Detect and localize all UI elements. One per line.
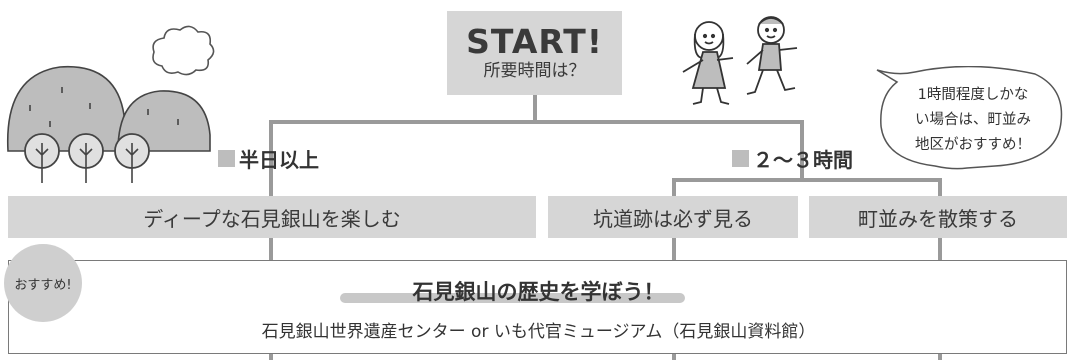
activity-deep-ginzan-label: ディープな石見銀山を楽しむ — [143, 206, 401, 231]
connector-right-down — [800, 120, 804, 180]
connector-start-down — [533, 95, 537, 123]
activity-townscape: 町並みを散策する — [809, 196, 1067, 238]
branch-2-3-hours-label: ２～３時間 — [753, 148, 853, 172]
activity-mine-tunnel: 坑道跡は必ず見る — [548, 196, 798, 238]
connector-right-below — [938, 354, 942, 360]
children-illustration — [682, 16, 798, 105]
branch-2-3-hours: ２～３時間 — [732, 144, 853, 173]
activity-townscape-label: 町並みを散策する — [858, 206, 1018, 231]
hills-and-trees-illustration — [6, 65, 211, 183]
speech-bubble-line: 地区がおすすめ！ — [915, 137, 1031, 153]
connector-right-to-rec — [938, 238, 942, 260]
square-marker-icon — [218, 150, 235, 167]
speech-bubble-text: 1時間程度しかな い場合は、町並み 地区がおすすめ！ — [893, 83, 1053, 158]
speech-bubble-line: 1時間程度しかな — [917, 87, 1029, 103]
cloud-icon — [152, 25, 215, 76]
speech-bubble — [876, 66, 1063, 170]
square-marker-icon — [732, 150, 749, 167]
connector-left-down — [269, 120, 273, 196]
branch-half-day-label: 半日以上 — [239, 148, 319, 172]
start-box: START! 所要時間は？ — [447, 11, 622, 95]
recommended-badge-label: おすすめ! — [14, 277, 72, 293]
connector-right-split — [672, 178, 942, 182]
speech-bubble-line: い場合は、町並み — [915, 112, 1031, 128]
recommendation-title: 石見銀山の歴史を学ぼう！ — [412, 280, 665, 304]
recommendation-box — [8, 260, 1067, 354]
recommended-badge: おすすめ! — [4, 244, 82, 322]
connector-left-below — [269, 354, 273, 360]
connector-right-b-down — [938, 178, 942, 196]
recommendation-subtitle: 石見銀山世界遺産センター or いも代官ミュージアム（石見銀山資料館） — [261, 322, 816, 342]
activity-mine-tunnel-label: 坑道跡は必ず見る — [593, 206, 753, 231]
connector-main-horizontal — [269, 120, 804, 124]
connector-mid-to-rec — [672, 238, 676, 260]
activity-deep-ginzan: ディープな石見銀山を楽しむ — [8, 196, 536, 238]
connector-right-a-down — [672, 178, 676, 196]
connector-mid-below — [672, 354, 676, 360]
start-title: START! — [466, 22, 603, 61]
title-underline-highlight — [340, 293, 685, 303]
start-question: 所要時間は？ — [483, 61, 586, 81]
connector-left-to-rec — [269, 238, 273, 260]
branch-half-day: 半日以上 — [218, 144, 319, 173]
